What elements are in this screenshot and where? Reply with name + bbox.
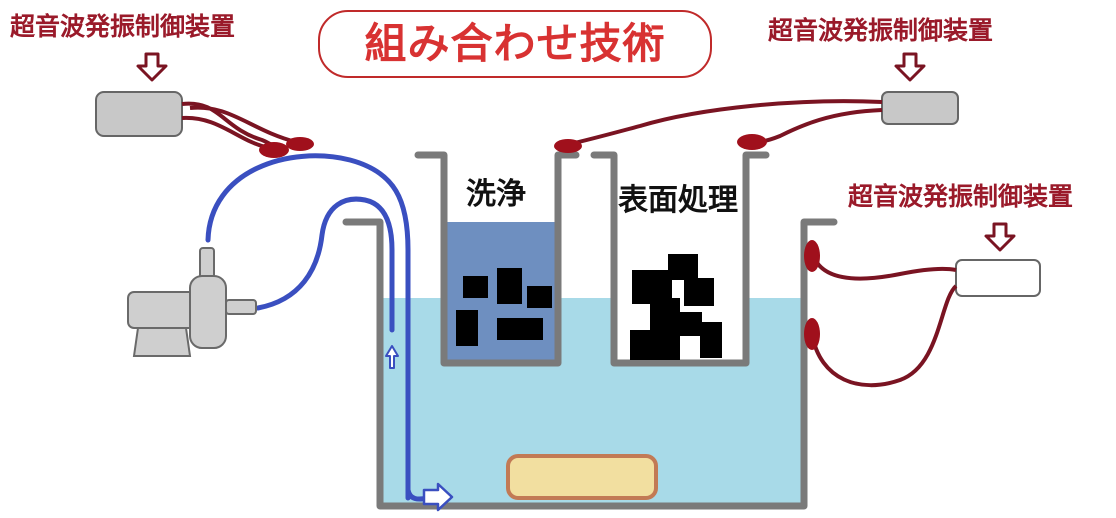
controller-label-1: 超音波発振制御装置 <box>10 12 236 41</box>
cable-3a <box>810 251 957 281</box>
pipe-inner <box>255 196 395 333</box>
surface-tank-label: 表面処理 <box>618 183 738 218</box>
transducer-3a <box>804 240 820 272</box>
right-arrow-icon <box>422 482 454 512</box>
controller-device-2 <box>881 91 959 125</box>
cable-1b <box>181 115 271 150</box>
surface-part <box>672 312 702 336</box>
controller-label-2: 超音波発振制御装置 <box>768 16 994 45</box>
cleaning-part <box>497 318 543 340</box>
cleaning-tank-wall <box>414 151 580 367</box>
up-arrow-icon <box>385 345 399 369</box>
page-title: 組み合わせ技術 <box>364 19 666 68</box>
controller-device-1 <box>95 91 183 137</box>
transducer-2a <box>554 139 582 153</box>
main-tank-wall <box>342 218 838 510</box>
transducer-3b <box>804 318 820 350</box>
cleaning-part <box>456 310 478 346</box>
cable-3b <box>810 284 958 388</box>
cleaning-part <box>463 276 488 298</box>
cable-2b <box>755 108 883 144</box>
down-arrow-icon <box>984 222 1016 252</box>
controller-label-3: 超音波発振制御装置 <box>848 182 1074 211</box>
transducer-1a <box>259 142 289 158</box>
cleaning-part <box>497 268 522 304</box>
surface-tank-wall <box>590 151 770 367</box>
surface-part <box>668 254 698 280</box>
controller-device-3 <box>955 259 1041 297</box>
transducer-1b <box>286 137 314 151</box>
heater <box>506 454 658 500</box>
cable-2a <box>569 99 883 146</box>
cable-1c <box>189 105 297 144</box>
pipe-outer <box>205 153 411 501</box>
title-frame: 組み合わせ技術 <box>318 10 712 78</box>
cleaning-part <box>527 286 552 308</box>
surface-part <box>630 330 652 360</box>
surface-part <box>700 322 722 358</box>
surface-part <box>684 278 714 306</box>
pump-icon <box>127 247 257 357</box>
down-arrow-icon <box>894 52 926 82</box>
down-arrow-icon <box>136 52 168 82</box>
transducer-2b <box>737 134 767 150</box>
cleaning-tank-label: 洗浄 <box>466 177 526 212</box>
